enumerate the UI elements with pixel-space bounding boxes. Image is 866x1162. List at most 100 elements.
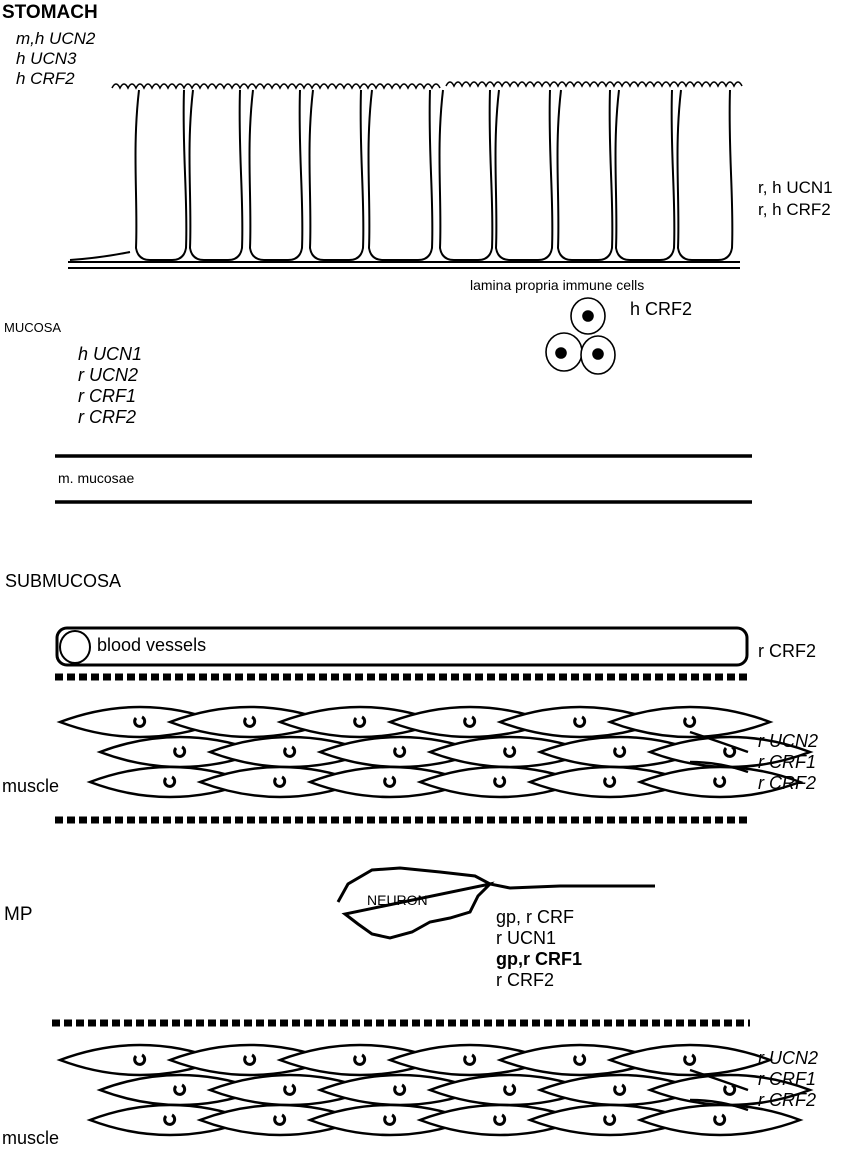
muscle-nucleus <box>393 745 407 758</box>
muscle-nucleus <box>283 1083 297 1096</box>
muscle-nucleus <box>493 775 507 788</box>
label-mucosa-1: h UCN1 <box>78 344 143 364</box>
label-mp-muscle-1: r UCN2 <box>758 1048 819 1068</box>
immune-cells-caption: lamina propria immune cells <box>470 277 645 293</box>
muscle-nucleus <box>613 1083 627 1096</box>
muscle-nucleus <box>273 775 287 788</box>
mucosa-heading: MUCOSA <box>4 320 62 335</box>
muscle-nucleus <box>163 775 177 788</box>
muscle-nucleus <box>723 745 737 758</box>
blood-vessel <box>55 626 749 667</box>
muscle-nucleus <box>573 1053 587 1066</box>
submucosa-muscle-labels: r UCN2 r CRF1 r CRF2 <box>758 731 818 794</box>
muscle-nucleus <box>133 715 147 728</box>
label-sm-muscle-1: r UCN2 <box>758 731 819 751</box>
muscle-nucleus <box>383 775 397 788</box>
muscle-nucleus <box>243 715 257 728</box>
muscle-nucleus <box>683 1053 697 1066</box>
epithelial-cell <box>494 89 554 261</box>
muscle-cell <box>646 1073 814 1107</box>
mp-muscle-heading: muscle <box>2 1128 60 1148</box>
label-mp-muscle-3: r CRF2 <box>758 1090 816 1110</box>
muscle-cell <box>636 765 804 799</box>
neuron <box>336 866 655 940</box>
label-mucosa-3: r CRF1 <box>78 386 136 406</box>
mp-heading: MP <box>4 904 33 925</box>
muscle-cell <box>646 735 814 769</box>
label-mucosa-4: r CRF2 <box>78 407 136 427</box>
label-sm-muscle-2: r CRF1 <box>758 752 816 772</box>
muscle-nucleus <box>503 745 517 758</box>
label-sm-muscle-3: r CRF2 <box>758 773 816 793</box>
muscle-nucleus <box>273 1113 287 1126</box>
muscle-nucleus <box>243 1053 257 1066</box>
basement-membrane <box>68 261 740 269</box>
muscle-cell-tail <box>689 1098 749 1112</box>
muscle-cell-tail <box>689 1068 749 1092</box>
muscle-nucleus <box>493 1113 507 1126</box>
muscle-cell <box>606 1043 774 1077</box>
page-title: STOMACH <box>2 2 98 23</box>
muscle-nucleus <box>503 1083 517 1096</box>
label-side-1: r, h UCN1 <box>758 178 833 197</box>
muscle-nucleus <box>383 1113 397 1126</box>
muscle-nucleus <box>613 745 627 758</box>
epithelial-cell <box>367 89 434 261</box>
label-apical-1: m,h UCN2 <box>16 29 96 48</box>
apical-border <box>111 81 743 90</box>
epithelium-columnar-cells <box>69 81 743 261</box>
epithelial-cell <box>556 89 614 261</box>
epithelial-cell <box>134 89 188 261</box>
label-apical-2: h UCN3 <box>16 49 77 68</box>
muscle-nucleus <box>133 1053 147 1066</box>
label-mp-muscle-2: r CRF1 <box>758 1069 816 1089</box>
blood-vessels-label: blood vessels <box>97 635 207 655</box>
muscle-nucleus <box>353 1053 367 1066</box>
muscle-nucleus <box>163 1113 177 1126</box>
epithelium-apical-labels: m,h UCN2 h UCN3 h CRF2 <box>16 29 95 89</box>
epithelial-cell <box>188 89 244 261</box>
mp-muscle-labels: r UCN2 r CRF1 r CRF2 <box>758 1048 818 1111</box>
muscle-nucleus <box>573 715 587 728</box>
muscularis-mucosae-label: m. mucosae <box>58 470 135 486</box>
muscle-nucleus <box>463 1053 477 1066</box>
muscle-nucleus <box>283 745 297 758</box>
muscle-nucleus <box>173 1083 187 1096</box>
muscle-nucleus <box>723 1083 737 1096</box>
immune-cells-label: h CRF2 <box>630 299 693 319</box>
epithelial-cell <box>614 89 676 261</box>
muscle-nucleus <box>683 715 697 728</box>
immune-cells <box>545 297 616 375</box>
dashed-boundaries <box>52 673 750 1027</box>
muscularis-mucosae-lines <box>55 454 752 504</box>
label-side-2: r, h CRF2 <box>758 200 831 219</box>
submucosa-heading: SUBMUCOSA <box>5 571 122 591</box>
submucosa-smooth-muscle <box>56 705 814 799</box>
epithelial-cell <box>438 89 494 261</box>
muscle-nucleus <box>713 1113 727 1126</box>
label-mp-4: r CRF2 <box>496 970 554 990</box>
muscle-nucleus <box>463 715 477 728</box>
muscle-nucleus <box>713 775 727 788</box>
muscle-nucleus <box>603 1113 617 1126</box>
mucosa-labels: h UCN1 r UCN2 r CRF1 r CRF2 <box>78 344 142 428</box>
muscle-cell <box>636 1103 804 1137</box>
muscle-nucleus <box>353 715 367 728</box>
muscle-cell <box>606 705 774 739</box>
label-mp-2: r UCN1 <box>496 928 557 948</box>
label-mp-3: gp,r CRF1 <box>496 949 583 969</box>
label-mucosa-2: r UCN2 <box>78 365 139 385</box>
muscle-nucleus <box>393 1083 407 1096</box>
neuron-label: NEURON <box>367 892 428 908</box>
label-apical-3: h CRF2 <box>16 69 75 88</box>
muscle-cell-tail <box>689 760 749 774</box>
epithelial-cell <box>248 89 304 261</box>
mp-labels: gp, r CRF r UCN1 gp,r CRF1 r CRF2 <box>496 907 582 991</box>
muscle-nucleus <box>173 745 187 758</box>
epithelial-edge <box>69 251 131 261</box>
label-mp-1: gp, r CRF <box>496 907 575 927</box>
submucosa-muscle-heading: muscle <box>2 776 60 796</box>
muscle-cell-tail <box>689 730 749 754</box>
muscle-nucleus <box>603 775 617 788</box>
